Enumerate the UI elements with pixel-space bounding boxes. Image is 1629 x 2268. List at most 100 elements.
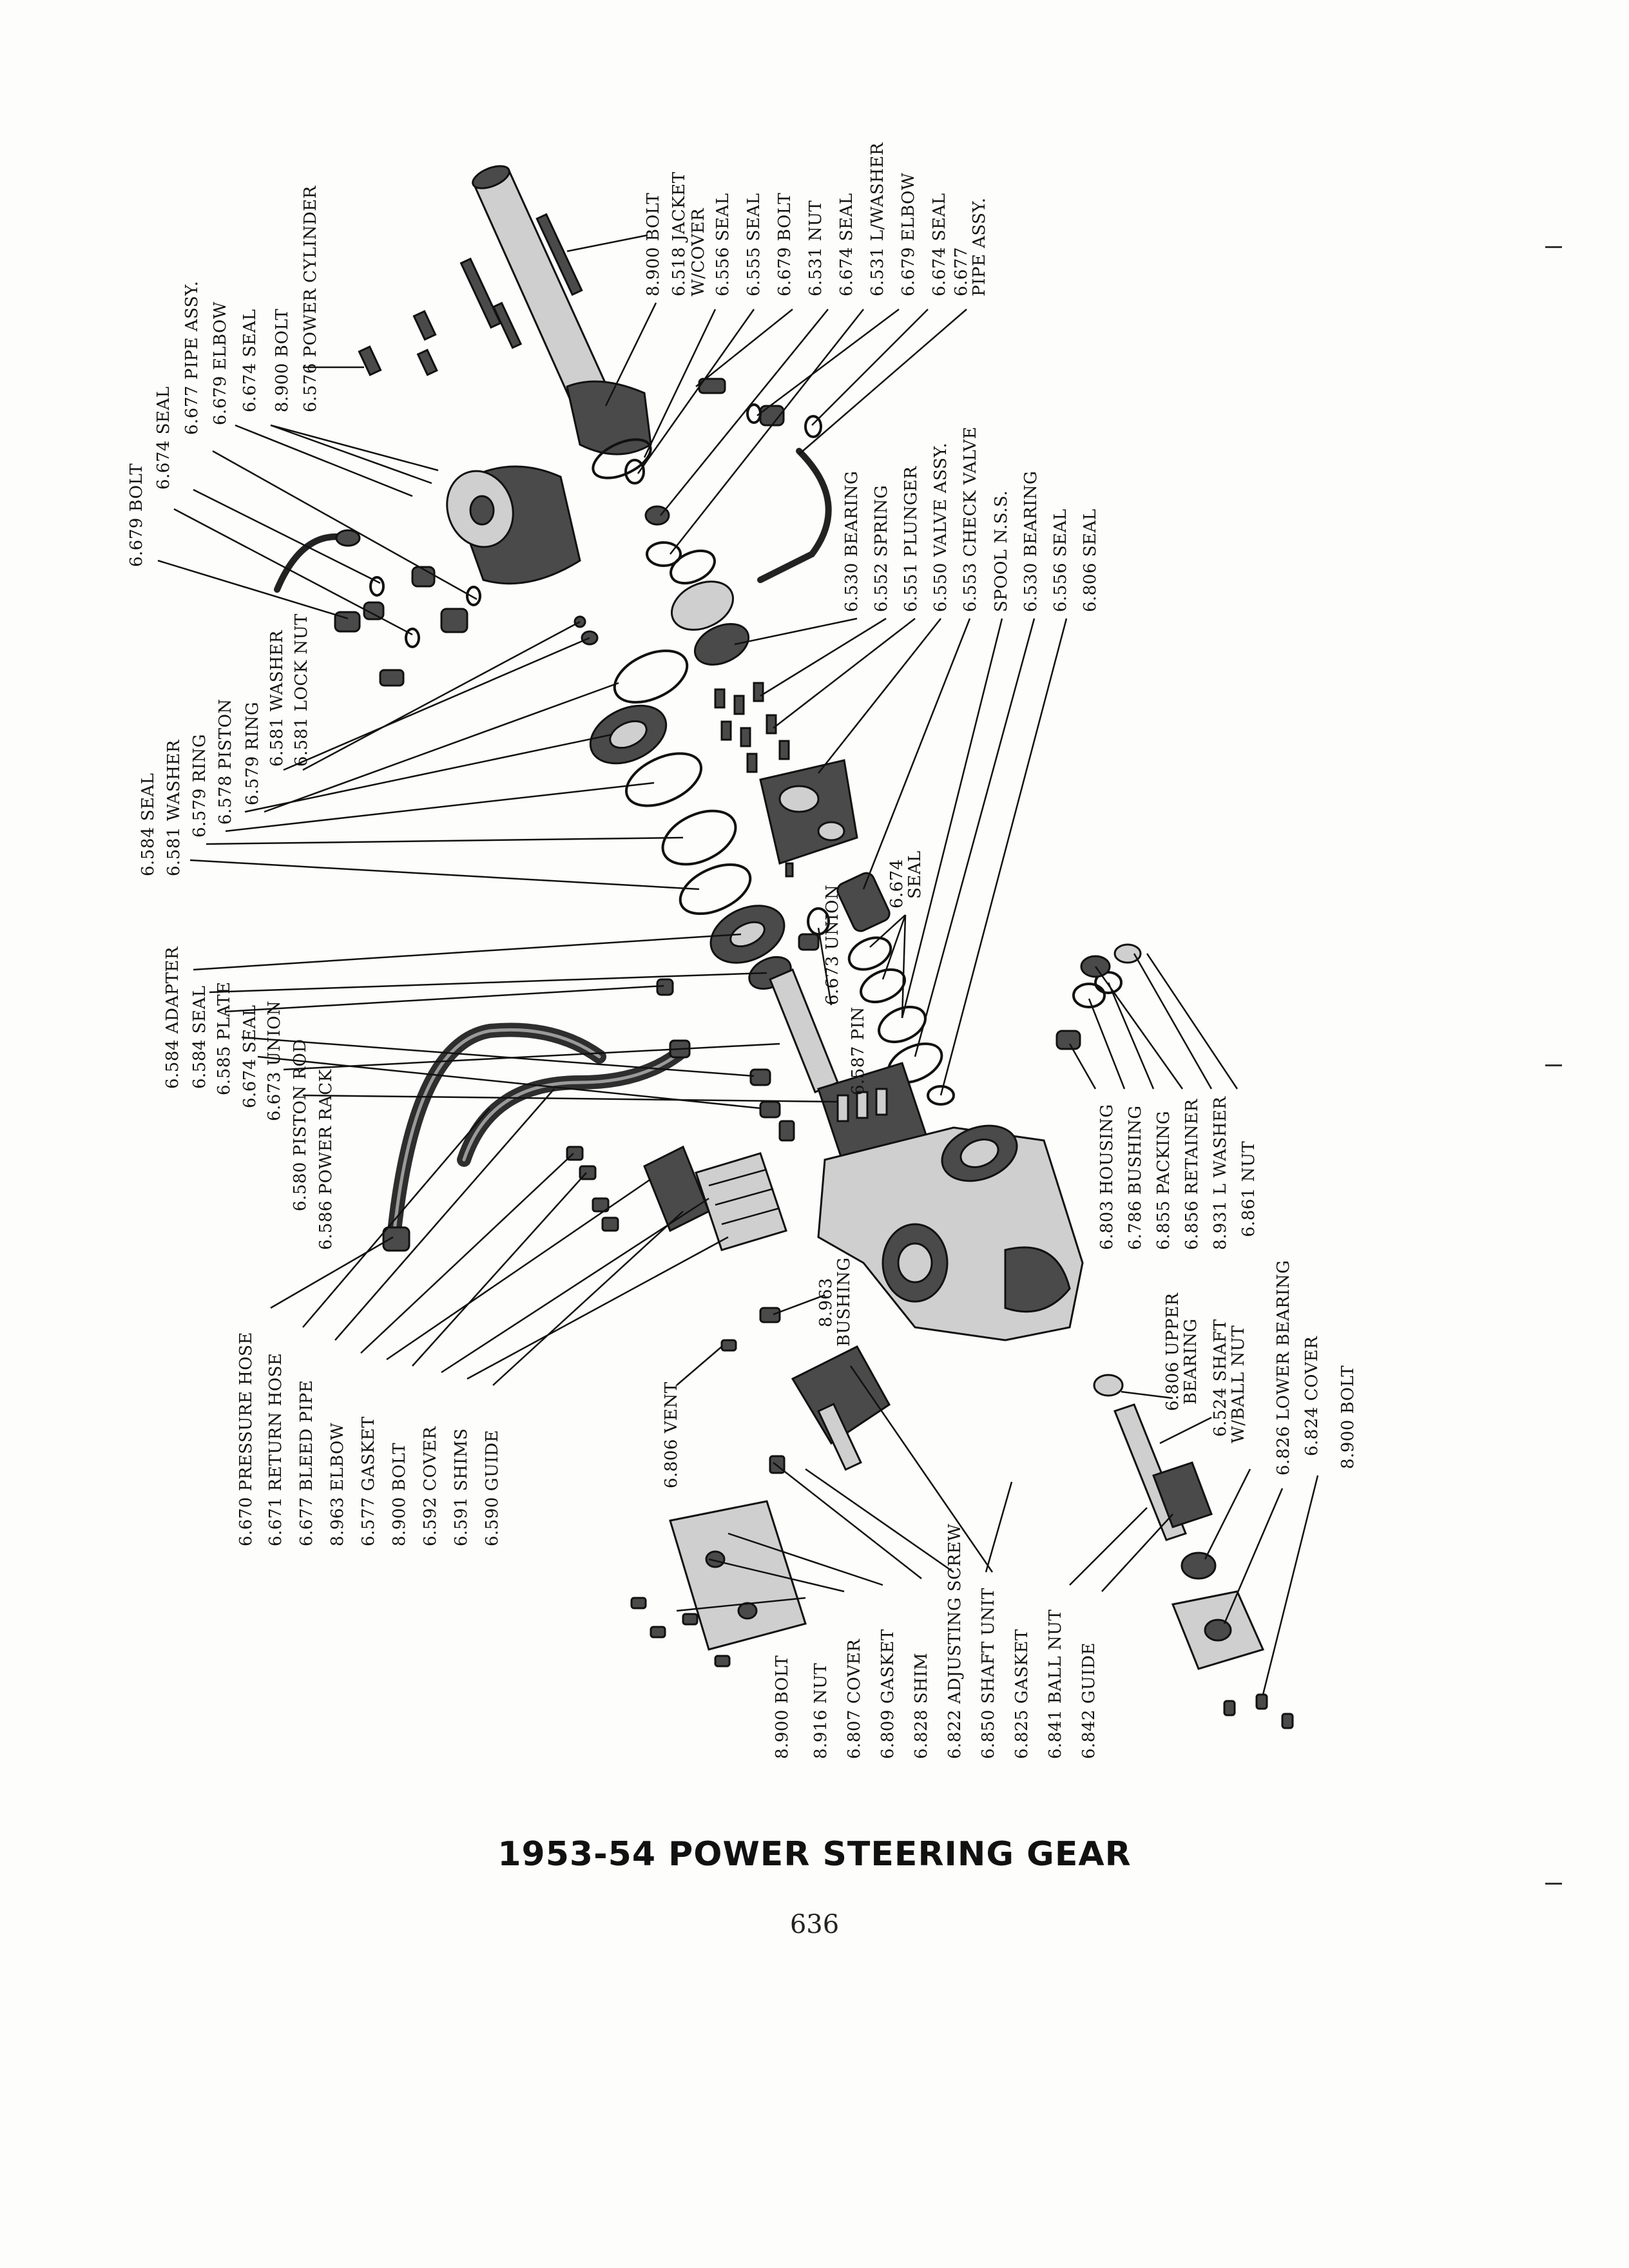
label-8916-nut: 8.916 NUT [811, 1663, 831, 1759]
left-pipe-assembly-part [274, 529, 481, 687]
label-6674-seal-cyl-2: 6.674 SEAL [154, 386, 173, 490]
label-8963-elbow: 8.963 ELBOW [328, 1423, 347, 1546]
label-6580-piston-rod: 6.580 PISTON ROD [291, 1039, 310, 1211]
label-6822-adjusting-screw: 6.822 ADJUSTING SCREW [945, 1524, 965, 1759]
margin-mark [1545, 1883, 1562, 1885]
label-6679-bolt-top: 6.679 BOLT [775, 193, 795, 296]
label-6856-retainer: 6.856 RETAINER [1182, 1099, 1202, 1250]
page-number: 636 [789, 1910, 840, 1939]
label-6850-shaft-unit: 6.850 SHAFT UNIT [979, 1588, 998, 1759]
label-6677-pipe-assy-top: PIPE ASSY. [970, 197, 989, 296]
label-6855-packing: 6.855 PACKING [1154, 1111, 1173, 1250]
label-6584-seal-lower: 6.584 SEAL [190, 985, 209, 1089]
label-6592-cover: 6.592 COVER [421, 1426, 440, 1546]
label-6674-seal-top: 6.674 SEAL [837, 193, 856, 296]
label-8900-bolt-top: 8.900 BOLT [644, 193, 663, 296]
label-6579-ring: 6.579 RING [243, 702, 262, 805]
label-8900-bolt-cyl: 8.900 BOLT [273, 309, 292, 412]
label-6586-power-rack: 6.586 POWER RACK [316, 1069, 336, 1250]
label-6590-guide: 6.590 GUIDE [483, 1430, 502, 1546]
margin-mark [1545, 246, 1562, 248]
shaft-unit-part [769, 1345, 891, 1474]
power-cylinder-jacket-part [472, 165, 652, 479]
label-8963-bushing-text: BUSHING [834, 1257, 854, 1347]
label-6679-elbow-cyl: 6.679 ELBOW [211, 302, 230, 425]
label-6531-lwasher: 6.531 L/WASHER [868, 142, 887, 296]
label-6530-bearing-2: 6.530 BEARING [1021, 471, 1041, 612]
label-6524-shaft: 6.524 SHAFT [1211, 1319, 1230, 1437]
label-6861-nut: 6.861 NUT [1239, 1141, 1258, 1237]
margin-mark [1545, 1064, 1562, 1066]
vent-bushing-part [720, 1307, 781, 1352]
label-6556-seal-top: 6.556 SEAL [713, 193, 733, 296]
label-6584-adapter: 6.584 ADAPTER [163, 946, 182, 1089]
label-6670-pressure-hose: 6.670 PRESSURE HOSE [236, 1332, 256, 1546]
label-6809-gasket: 6.809 GASKET [878, 1629, 898, 1759]
valve-bearings-part [670, 549, 750, 666]
label-6518-jacket: 6.518 JACKET [670, 171, 689, 296]
label-8963-bushing-num: 8.963 [816, 1278, 836, 1327]
worm-shaft-ballnut-part [1093, 1374, 1294, 1729]
label-6581-washer: 6.581 WASHER [267, 629, 287, 767]
label-8900-bolt-right: 8.900 BOLT [1338, 1365, 1358, 1469]
label-6579-ring-2: 6.579 RING [190, 734, 209, 838]
label-6674-seal-lower: 6.674 SEAL [240, 1004, 260, 1108]
label-6551-plunger: 6.551 PLUNGER [901, 466, 921, 612]
label-6807-cover: 6.807 COVER [845, 1639, 864, 1759]
label-6842-guide: 6.842 GUIDE [1079, 1642, 1099, 1759]
label-6673-union-pin-a: 6.587 PIN [849, 1006, 868, 1095]
label-6679-bolt-cyl: 6.679 BOLT [127, 463, 146, 567]
housing-nut-washer-part [1055, 943, 1142, 1050]
hoses-part [382, 1023, 691, 1252]
label-6674-spool: 6.674 [887, 859, 907, 908]
label-6806-upper-bearing: 6.806 UPPER [1163, 1292, 1182, 1411]
label-6585-plate: 6.585 PLATE [215, 981, 234, 1095]
label-6674-seal-top-2: 6.674 SEAL [930, 193, 949, 296]
label-6786-bushing: 6.786 BUSHING [1126, 1106, 1145, 1251]
page-title: 1953-54 POWER STEERING GEAR [497, 1835, 1132, 1874]
label-6679-elbow-top: 6.679 ELBOW [899, 173, 918, 296]
label-8900-bolt-bottom: 8.900 BOLT [773, 1655, 792, 1759]
label-6803-housing: 6.803 HOUSING [1097, 1104, 1117, 1250]
label-8931-l-washer: 8.931 L WASHER [1211, 1096, 1230, 1250]
spool-union-part [798, 872, 955, 1106]
side-cover-part [630, 1500, 807, 1667]
label-6806-bearing-text: BEARING [1181, 1318, 1200, 1405]
gear-housing-part [817, 1124, 1084, 1341]
label-6825-gasket: 6.825 GASKET [1012, 1629, 1032, 1759]
label-seal-spool: SEAL [905, 850, 925, 899]
label-6806-vent: 6.806 VENT [662, 1381, 681, 1488]
label-6556-seal-valve: 6.556 SEAL [1051, 508, 1070, 612]
callout-labels: 8.900 BOLT 6.518 JACKET W/COVER 6.556 SE… [127, 142, 1358, 1759]
hose-fittings-part [566, 1068, 795, 1232]
leader-lines [157, 234, 1319, 1695]
label-spool-nss: SPOOL N.S.S. [992, 490, 1011, 612]
cylinder-bolts-part [358, 213, 583, 376]
label-6552-spring: 6.552 SPRING [872, 485, 891, 612]
right-pipe-assembly-part [624, 378, 832, 583]
label-6674-seal-cyl: 6.674 SEAL [240, 309, 260, 412]
label-6550-valve-assy: 6.550 VALVE ASSY. [931, 443, 950, 612]
label-6518-wcover: W/COVER [689, 207, 708, 296]
label-6555-seal: 6.555 SEAL [744, 193, 764, 296]
label-6524-ball-nut: W/BALL NUT [1229, 1325, 1248, 1443]
label-6824-cover: 6.824 COVER [1302, 1336, 1322, 1456]
power-cylinder-part [446, 465, 581, 585]
label-6581-washer-2: 6.581 WASHER [164, 739, 184, 876]
label-6828-shim: 6.828 SHIM [912, 1653, 931, 1759]
label-6584-seal-mid: 6.584 SEAL [139, 773, 158, 876]
label-6531-nut: 6.531 NUT [806, 200, 825, 296]
label-6581-lock-nut: 6.581 LOCK NUT [292, 613, 311, 767]
valve-plungers-part [714, 682, 790, 773]
label-6806-seal: 6.806 SEAL [1081, 508, 1100, 612]
label-6677-bleed-pipe: 6.677 BLEED PIPE [297, 1380, 316, 1546]
label-6677-top: 6.677 [952, 247, 971, 296]
label-6591-shims: 6.591 SHIMS [452, 1428, 471, 1546]
label-6673-union-lower: 6.673 UNION [265, 1001, 284, 1121]
label-6578-piston: 6.578 PISTON [216, 698, 235, 825]
label-6576-power-cylinder: 6.576 POWER CYLINDER [301, 185, 320, 412]
label-6671-return-hose: 6.671 RETURN HOSE [266, 1353, 285, 1546]
label-8900-bolt-gear: 8.900 BOLT [390, 1443, 409, 1546]
